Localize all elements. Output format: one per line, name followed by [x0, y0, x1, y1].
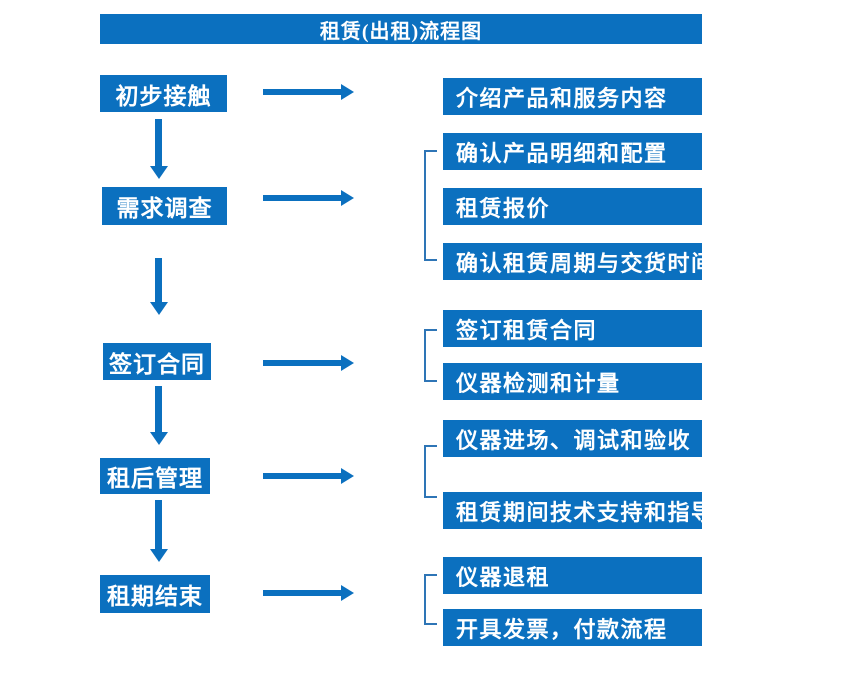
arrow-right-icon	[263, 473, 341, 479]
output-box: 确认租赁周期与交货时间	[443, 243, 713, 280]
arrow-right-icon	[263, 590, 341, 596]
bracket-connector	[424, 574, 437, 625]
step-box-rental-end: 租期结束	[100, 575, 210, 613]
arrow-right-icon	[263, 195, 341, 201]
output-box: 介绍产品和服务内容	[443, 78, 702, 115]
output-box: 租赁期间技术支持和指导	[443, 492, 713, 529]
output-box: 确认产品明细和配置	[443, 133, 702, 170]
arrow-right-icon	[263, 89, 341, 95]
output-box: 仪器检测和计量	[443, 363, 702, 400]
step-box-sign-contract: 签订合同	[103, 343, 211, 380]
arrow-down-icon	[155, 119, 162, 166]
output-box: 签订租赁合同	[443, 310, 702, 347]
output-box: 仪器退租	[443, 557, 702, 594]
bracket-connector	[424, 445, 437, 498]
arrow-right-icon	[263, 360, 341, 366]
arrow-down-icon	[155, 500, 162, 549]
bracket-connector	[424, 150, 437, 261]
output-box: 开具发票，付款流程	[443, 609, 702, 646]
flowchart-title: 租赁(出租)流程图	[100, 14, 702, 44]
output-box: 租赁报价	[443, 188, 702, 225]
step-box-demand-survey: 需求调查	[102, 187, 227, 225]
bracket-connector	[424, 329, 437, 382]
arrow-down-icon	[155, 258, 162, 302]
arrow-down-icon	[155, 386, 162, 432]
step-box-initial-contact: 初步接触	[100, 75, 227, 112]
step-box-post-rental-management: 租后管理	[100, 458, 210, 494]
output-box: 仪器进场、调试和验收	[443, 420, 702, 457]
